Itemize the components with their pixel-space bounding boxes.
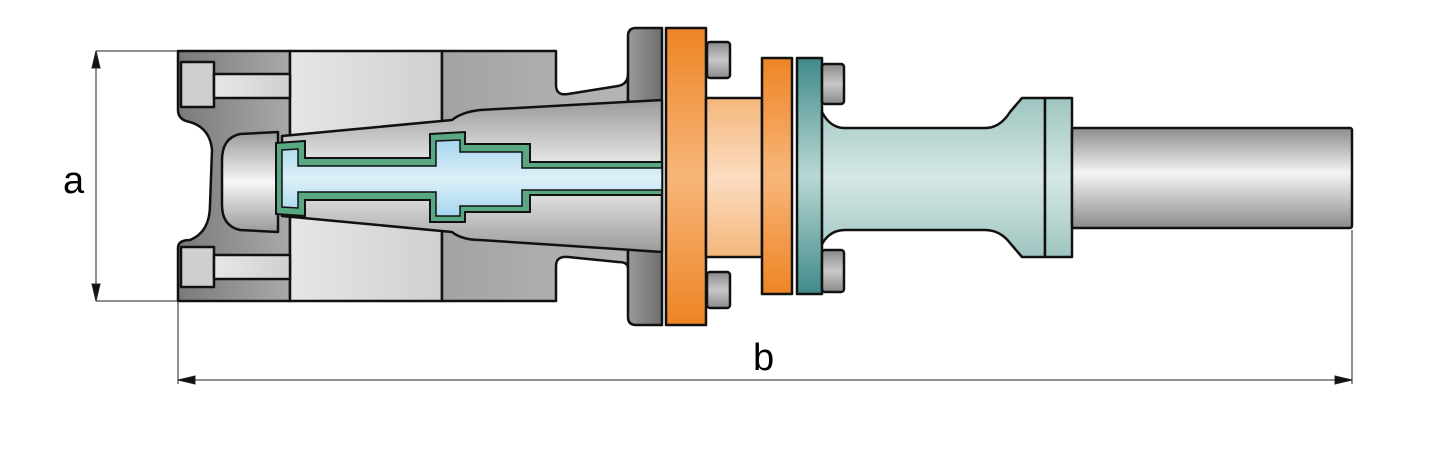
bolt-top-left	[705, 40, 732, 80]
arrow-down-icon	[91, 283, 101, 302]
dimension-a	[91, 50, 178, 302]
arrow-left-icon	[177, 375, 196, 385]
screw-shank-bottom	[212, 253, 292, 281]
adapter-flange	[664, 26, 708, 327]
screw-head-top	[179, 60, 216, 109]
dimension-a-label: a	[63, 160, 85, 202]
dimension-b-label: b	[753, 337, 774, 379]
arrow-right-icon	[1334, 375, 1353, 385]
dimension-b	[177, 230, 1353, 385]
pull-stud	[281, 139, 663, 217]
rear-cavity	[220, 130, 280, 234]
bolt-bottom-left	[705, 270, 732, 310]
adapter-flange-2	[760, 56, 794, 296]
shank-flange	[795, 56, 824, 296]
shank-ring	[1043, 96, 1074, 259]
adapter-hub	[704, 96, 764, 259]
bolt-top-right	[820, 62, 846, 106]
tool-shank	[795, 56, 1354, 296]
screw-shank-top	[212, 72, 292, 100]
housing	[176, 26, 664, 327]
screw-head-bottom	[179, 245, 216, 289]
arrow-up-icon	[91, 50, 101, 69]
adapter	[664, 26, 794, 327]
shank-body	[820, 96, 1047, 259]
shank-rod	[1070, 126, 1354, 230]
bolt-bottom-right	[820, 248, 846, 294]
